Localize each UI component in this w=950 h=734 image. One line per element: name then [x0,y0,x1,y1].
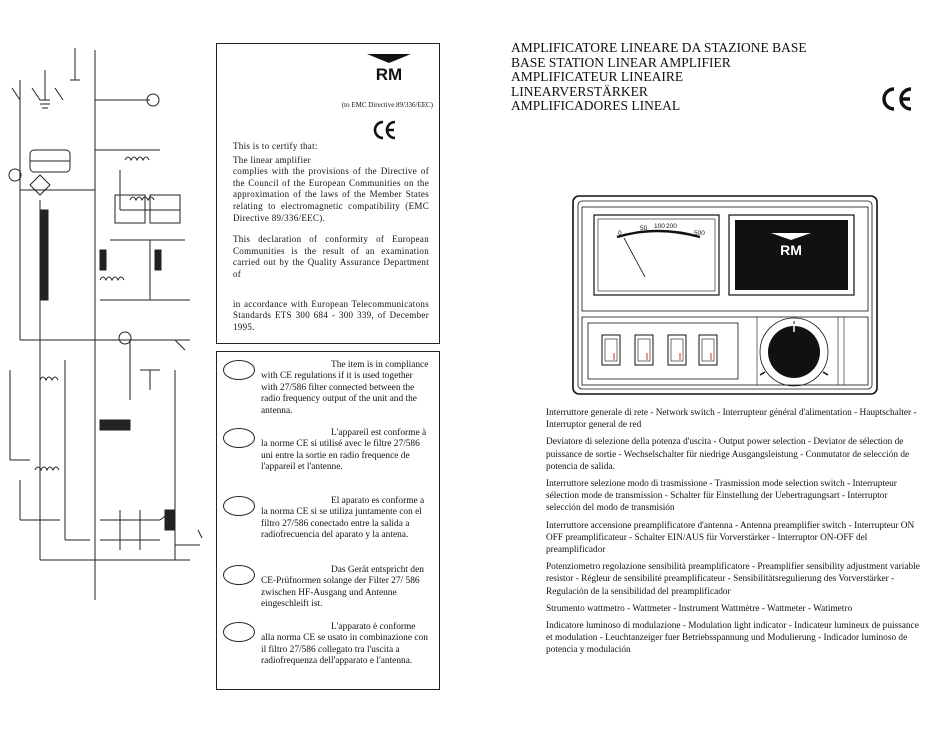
compliance-item-es: El aparato es conforme a la norma CE si … [223,496,431,542]
meter-scale-200: 200 [666,223,677,230]
ce-mark-large-icon [882,87,912,111]
legend-item: Interruttore generale di rete - Network … [546,408,917,431]
rm-logo: RM [367,54,411,82]
meter-scale-0: 0 [618,230,622,237]
legend-item: Interruttore selezione modo di trasmissi… [546,479,897,514]
legend-item: Indicatore luminoso di modulazione - Mod… [546,621,919,656]
meter-scale-100: 100 [654,223,665,230]
compliance-item-de: Das Gerät entspricht den CE-Prüfnormen s… [223,565,431,611]
front-panel-illustration: 0 50 100 200 500 RM [572,195,878,395]
legend-item: Strumento wattmetro - Wattmeter - Instru… [546,603,853,614]
compliance-item-fr: L'appareil est conforme à la norme CE si… [223,428,431,474]
directive-reference: (to EMC Directive 89/336/EEC) [341,101,433,109]
check-oval-icon [223,428,255,448]
circuit-schematic [8,48,203,600]
check-oval-icon [223,496,255,516]
certificate-box: RM (to EMC Directive 89/336/EEC) This is… [216,43,440,344]
title-en: BASE STATION LINEAR AMPLIFIER [511,54,731,70]
title-it: AMPLIFICATORE LINEARE DA STAZIONE BASE [511,40,807,55]
check-oval-icon [223,360,255,380]
title-fr: AMPLIFICATEUR LINEAIRE [511,69,684,85]
compliance-item-en: The item is in compliance with CE regula… [223,360,431,417]
display-logo-text: RM [780,242,802,258]
legend-item: Potenziometro regolazione sensibilità pr… [546,562,920,597]
meter-scale-50: 50 [640,225,648,232]
rm-logo-text: RM [376,65,402,82]
certify-line: This is to certify that: [233,141,318,151]
compliance-item-it: L'apparato è conforme alla norma CE se u… [223,622,431,668]
declaration-paragraph: This declaration of conformity of Europe… [233,234,429,279]
controls-legend: Interruttore generale di rete - Network … [546,407,921,662]
compliance-box: The item is in compliance with CE regula… [216,351,440,690]
check-oval-icon [223,622,255,642]
legend-item: Deviatore di selezione della potenza d'u… [546,437,910,472]
ce-mark-icon [373,120,396,140]
legend-item: Interruttore accensione preamplificatore… [546,520,915,556]
standards-paragraph: in accordance with European Telecommunic… [233,298,429,332]
product-titles: AMPLIFICATORE LINEARE DA STAZIONE BASE B… [511,40,807,114]
meter-needle [623,237,646,278]
compliance-paragraph: complies with the provisions of the Dire… [233,166,429,223]
title-de: LINEARVERSTÄRKER [511,83,648,99]
linear-amplifier-line: The linear amplifier [233,154,311,165]
title-es: AMPLIFICADORES LINEAL [511,98,681,114]
meter-scale-500: 500 [694,230,705,237]
check-oval-icon [223,565,255,585]
